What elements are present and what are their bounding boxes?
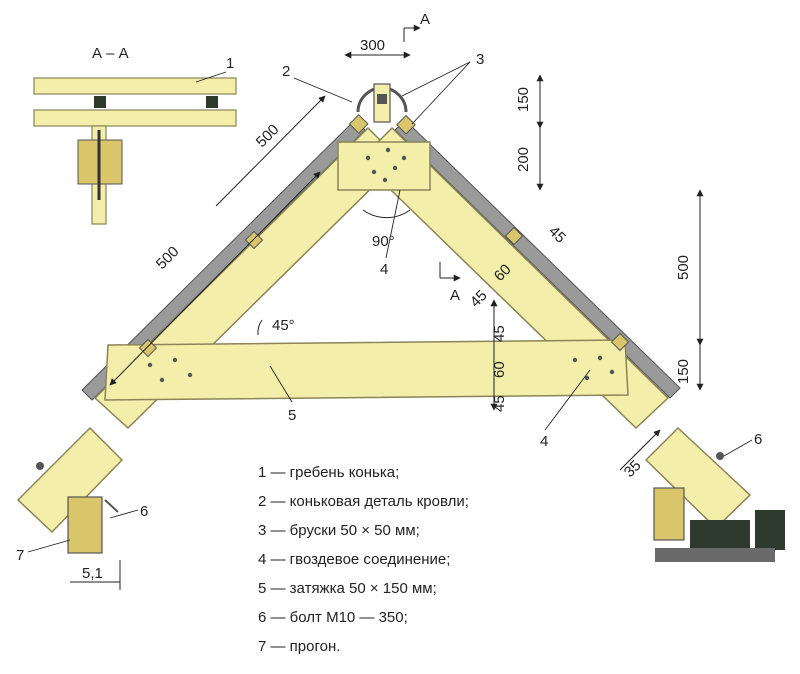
angle-45: 45° [272,317,295,334]
legend-item: 2 — коньковая деталь кровли; [258,493,469,510]
callout-7: 7 [16,547,24,564]
purlin-right [653,487,685,541]
dim-500-a: 500 [153,243,183,273]
dim-150-top: 150 [515,87,532,112]
section-label: А – А [92,45,129,62]
legend-item: 1 — гребень конька; [258,464,400,481]
cut-mark-bottom: А [450,287,460,304]
callout-3: 3 [476,51,484,68]
dim-60-b: 60 [491,361,508,378]
callout-4-top: 4 [380,261,388,278]
wall-right [690,510,785,550]
dim-200: 200 [515,147,532,172]
dim-45-a: 45 [467,287,491,311]
dim-35: 35 [621,457,645,481]
dim-45-roof: 45 [545,223,569,247]
dim-300: 300 [360,37,385,54]
section-a-a [33,77,237,225]
legend-item: 3 — бруски 50 × 50 мм; [258,522,420,539]
callout-1: 1 [226,55,234,72]
dim-500-b: 500 [253,121,283,151]
callout-5: 5 [288,407,296,424]
callout-6-right: 6 [754,431,762,448]
callout-2: 2 [282,63,290,80]
dim-5-1: 5,1 [82,565,103,582]
rafter-tail-left [16,426,124,534]
legend-item: 4 — гвоздевое соединение; [258,551,451,568]
dim-45-b: 45 [491,325,508,342]
purlin-left [67,496,103,554]
legend-item: 7 — прогон. [258,638,341,655]
callout-4-bottom: 4 [540,433,548,450]
dim-500-right: 500 [675,255,692,280]
legend: 1 — гребень конька; 2 — коньковая деталь… [258,458,469,661]
legend-item: 6 — болт М10 — 350; [258,609,408,626]
dim-150-right: 150 [675,359,692,384]
angle-90: 90° [372,233,395,250]
dim-45-c: 45 [491,395,508,412]
ridge-plate [337,141,431,191]
tie-beam [104,339,629,401]
legend-item: 5 — затяжка 50 × 150 мм; [258,580,437,597]
callout-6-left: 6 [140,503,148,520]
cut-mark-top: А [420,11,430,28]
